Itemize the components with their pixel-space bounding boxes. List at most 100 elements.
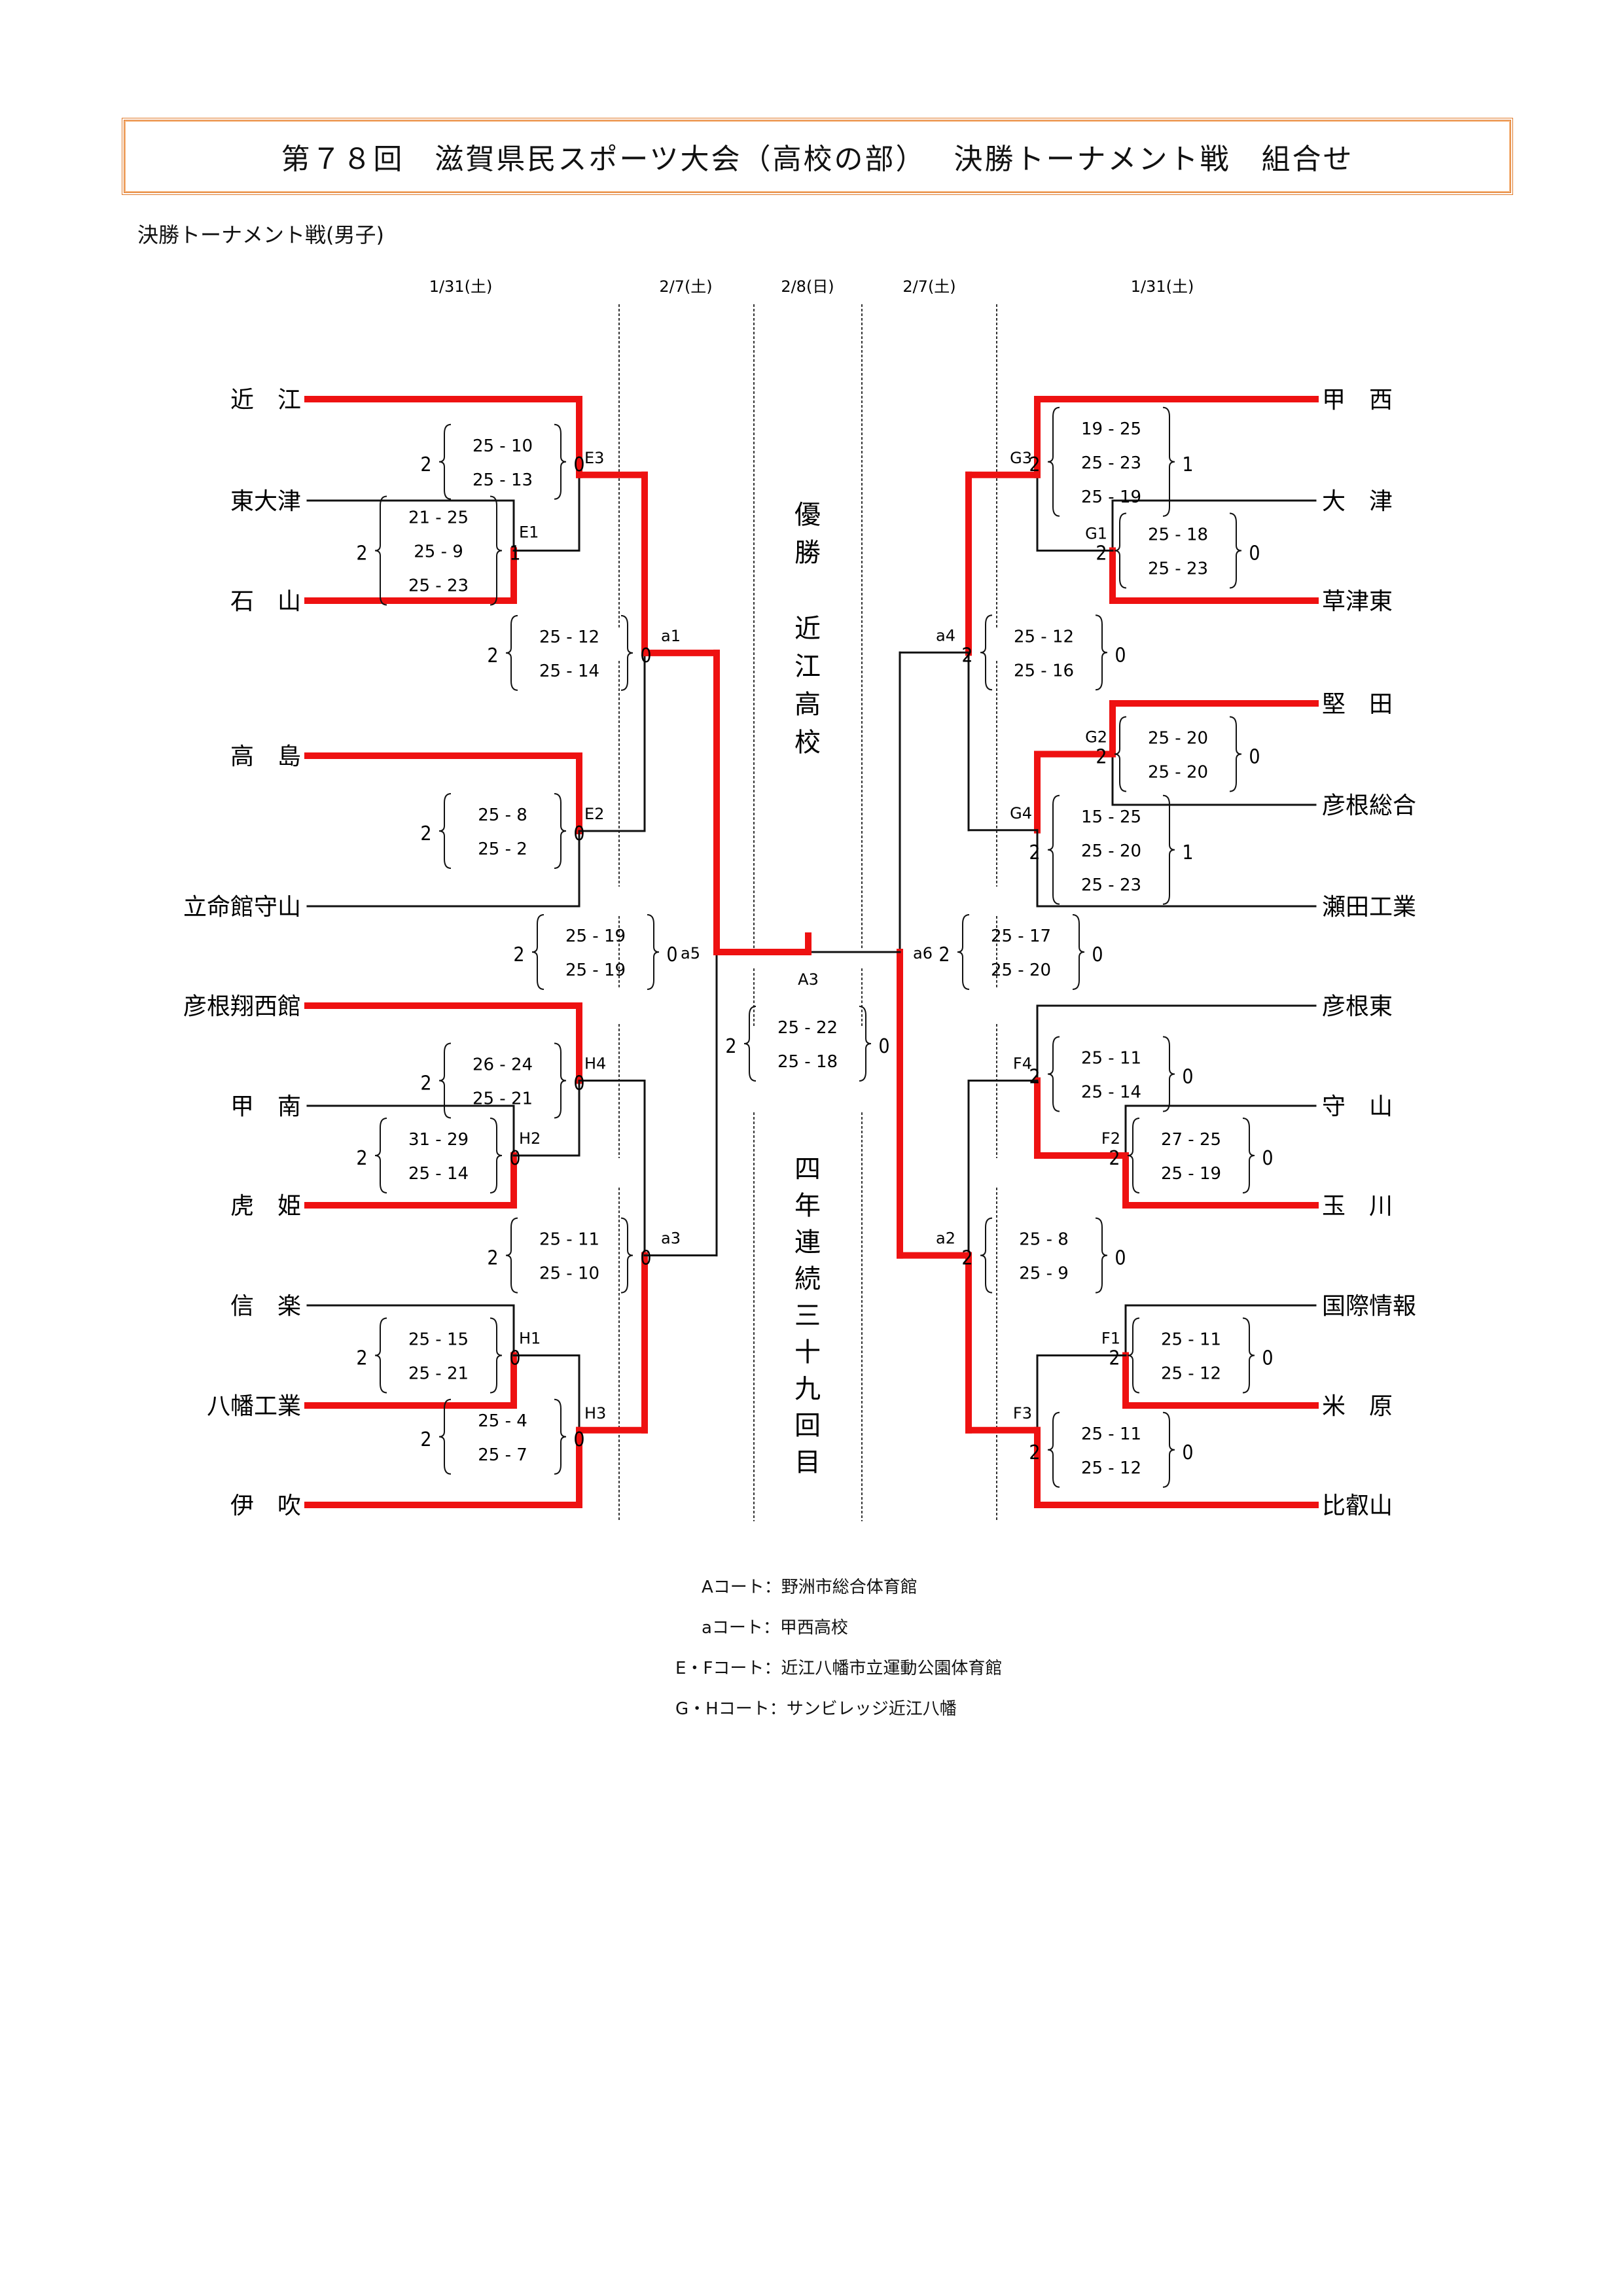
section-subtitle: 決勝トーナメント戦(男子) bbox=[137, 222, 384, 247]
team-name-right: 守 山 bbox=[1322, 1093, 1393, 1120]
brace-right bbox=[554, 1042, 567, 1119]
streak-char: 三 bbox=[794, 1301, 821, 1331]
set-score: 25 - 11 bbox=[1081, 1424, 1141, 1444]
set-score: 25 - 21 bbox=[408, 1364, 469, 1384]
set-score: 31 - 29 bbox=[408, 1130, 469, 1150]
team-name-right: 甲 西 bbox=[1322, 387, 1393, 414]
sets-lost: 0 bbox=[509, 1347, 520, 1370]
sets-lost: 0 bbox=[1249, 746, 1260, 769]
sets-lost: 0 bbox=[1182, 1441, 1193, 1464]
sets-lost: 1 bbox=[1182, 453, 1193, 476]
set-score: 25 - 14 bbox=[539, 662, 599, 681]
match-code: a5 bbox=[681, 944, 700, 963]
brace-right bbox=[1095, 1217, 1108, 1294]
sets-won: 2 bbox=[420, 1428, 431, 1451]
brace-left bbox=[957, 914, 970, 990]
brace-left bbox=[1114, 716, 1127, 792]
set-score: 25 - 14 bbox=[408, 1164, 469, 1184]
brace-left bbox=[438, 1042, 452, 1119]
team-name-left: 伊 吹 bbox=[230, 1492, 301, 1519]
set-score: 25 - 18 bbox=[777, 1052, 838, 1072]
set-score: 25 - 21 bbox=[473, 1089, 533, 1109]
sets-won: 2 bbox=[1029, 1441, 1040, 1464]
legend-court-a: aコート：甲西高校 bbox=[702, 1618, 848, 1638]
page-title: 第７８回 滋賀県民スポーツ大会（高校の部） 決勝トーナメント戦 組合せ bbox=[281, 143, 1354, 176]
set-score: 27 - 25 bbox=[1161, 1130, 1221, 1150]
set-score: 25 - 20 bbox=[991, 961, 1051, 980]
sets-lost: 0 bbox=[1115, 1247, 1126, 1270]
brace-left bbox=[1114, 512, 1127, 589]
brace-right bbox=[1072, 914, 1085, 990]
sets-lost: 1 bbox=[509, 542, 520, 565]
brace-right bbox=[1162, 406, 1175, 517]
team-name-right: 草津東 bbox=[1322, 588, 1393, 615]
set-score: 26 - 24 bbox=[473, 1055, 533, 1075]
sets-won: 2 bbox=[1029, 841, 1040, 864]
set-score: 25 - 9 bbox=[1019, 1264, 1069, 1284]
set-score: 25 - 15 bbox=[408, 1330, 469, 1350]
date-right-r3: 2/7(土) bbox=[902, 277, 955, 296]
match-code: E2 bbox=[584, 805, 604, 823]
sets-lost: 0 bbox=[1182, 1066, 1193, 1089]
sets-won: 2 bbox=[961, 644, 972, 667]
match-code: a6 bbox=[913, 944, 933, 963]
set-score: 25 - 10 bbox=[539, 1264, 599, 1284]
brace-right bbox=[1229, 716, 1242, 792]
set-score: 25 - 12 bbox=[1081, 1458, 1141, 1478]
match-code: H1 bbox=[519, 1330, 541, 1348]
sets-won: 2 bbox=[356, 1147, 367, 1170]
match-code: H2 bbox=[519, 1129, 541, 1148]
brace-left bbox=[374, 1317, 387, 1394]
match-code: F1 bbox=[1101, 1330, 1120, 1348]
match-code: E1 bbox=[519, 523, 539, 542]
set-score: 25 - 10 bbox=[473, 436, 533, 456]
champion-char: 優 bbox=[794, 500, 821, 530]
match-code: a4 bbox=[936, 626, 955, 645]
sets-lost: 0 bbox=[573, 1428, 584, 1451]
set-score: 19 - 25 bbox=[1081, 419, 1141, 439]
sets-lost: 0 bbox=[1092, 944, 1103, 966]
legend-court-GH: G・Hコート：サンビレッジ近江八幡 bbox=[675, 1699, 957, 1719]
match-code: H4 bbox=[584, 1055, 606, 1073]
sets-won: 2 bbox=[356, 542, 367, 565]
team-name-left: 近 江 bbox=[230, 387, 301, 414]
brace-right bbox=[554, 1398, 567, 1475]
set-score: 15 - 25 bbox=[1081, 807, 1141, 827]
streak-char: 九 bbox=[794, 1374, 821, 1404]
streak-char: 目 bbox=[794, 1447, 821, 1477]
brace-left bbox=[438, 1398, 452, 1475]
sets-won: 2 bbox=[1096, 746, 1107, 769]
team-name-left: 信 楽 bbox=[230, 1293, 301, 1320]
brace-right bbox=[1162, 1036, 1175, 1112]
set-score: 25 - 12 bbox=[1161, 1364, 1221, 1384]
team-name-left: 八幡工業 bbox=[207, 1393, 301, 1420]
team-name-left: 彦根翔西館 bbox=[183, 993, 301, 1020]
brace-left bbox=[743, 1006, 757, 1082]
brace-right bbox=[1242, 1118, 1255, 1193]
set-score: 25 - 12 bbox=[539, 627, 599, 647]
team-name-left: 高 島 bbox=[230, 743, 301, 770]
brace-right bbox=[1242, 1317, 1255, 1394]
set-score: 25 - 7 bbox=[478, 1445, 527, 1465]
brace-right bbox=[1229, 512, 1242, 589]
streak-char: 回 bbox=[794, 1411, 821, 1441]
sets-won: 2 bbox=[1029, 453, 1040, 476]
sets-won: 2 bbox=[487, 645, 498, 667]
team-name-right: 堅 田 bbox=[1322, 691, 1393, 718]
brace-left bbox=[1047, 406, 1060, 517]
brace-right bbox=[1162, 794, 1175, 905]
set-score: 25 - 19 bbox=[565, 927, 626, 946]
sets-won: 2 bbox=[420, 1072, 431, 1095]
match-code: G4 bbox=[1010, 804, 1032, 822]
bracket-lines bbox=[304, 396, 1319, 1508]
set-score: 25 - 23 bbox=[1081, 875, 1141, 895]
sets-won: 2 bbox=[487, 1247, 498, 1270]
set-score: 21 - 25 bbox=[408, 508, 469, 528]
set-score: 25 - 22 bbox=[777, 1018, 838, 1038]
brace-right bbox=[647, 914, 660, 990]
streak-char: 続 bbox=[794, 1264, 821, 1294]
brace-right bbox=[1162, 1411, 1175, 1488]
sets-lost: 0 bbox=[1115, 644, 1126, 667]
date-left-r3: 2/7(土) bbox=[659, 277, 712, 296]
